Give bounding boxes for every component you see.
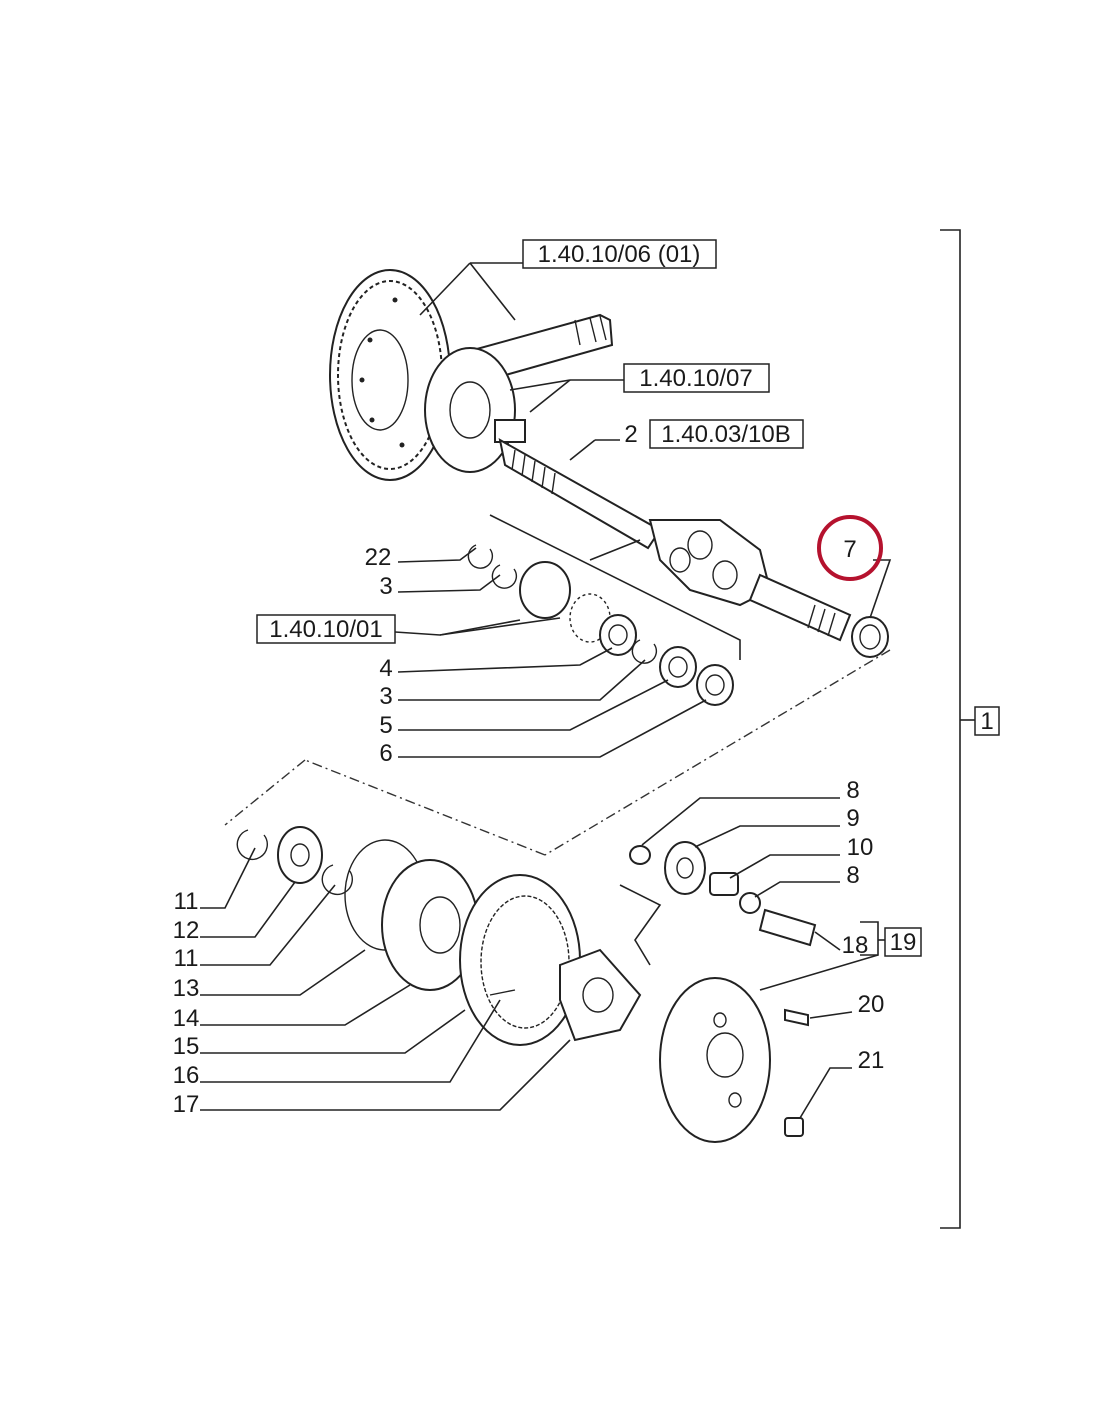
callout-16[interactable]: 16 bbox=[173, 1062, 200, 1089]
ref-label-1[interactable]: 1.40.10/06 (01) bbox=[538, 241, 701, 268]
callout-8b[interactable]: 8 bbox=[846, 862, 859, 889]
ref-label-4[interactable]: 1.40.10/01 bbox=[269, 616, 382, 643]
planetary-left-parts bbox=[236, 826, 642, 1046]
callout-20[interactable]: 20 bbox=[858, 991, 885, 1018]
callout-3b[interactable]: 3 bbox=[379, 683, 392, 710]
callout-4[interactable]: 4 bbox=[379, 655, 392, 682]
callout-3[interactable]: 3 bbox=[379, 573, 392, 600]
shaft-small-parts bbox=[467, 514, 741, 706]
callout-14[interactable]: 14 bbox=[173, 1005, 200, 1032]
callout-1[interactable]: 1 bbox=[980, 708, 993, 735]
callout-21[interactable]: 21 bbox=[858, 1047, 885, 1074]
leader-lines bbox=[200, 262, 892, 1119]
callout-19[interactable]: 19 bbox=[890, 929, 917, 956]
callout-22[interactable]: 22 bbox=[365, 544, 392, 571]
callout-13[interactable]: 13 bbox=[173, 975, 200, 1002]
axis-lines bbox=[224, 649, 891, 856]
crown-wheel-assembly bbox=[329, 269, 614, 481]
callout-5[interactable]: 5 bbox=[379, 712, 392, 739]
reference-boxes: 1.40.10/06 (01) 1.40.10/07 1.40.03/10B 1… bbox=[256, 239, 922, 957]
seal-part-7 bbox=[851, 616, 889, 658]
group-bracket: 1 bbox=[940, 229, 1000, 1229]
axle-shaft-part-2 bbox=[498, 438, 852, 642]
ref-label-2[interactable]: 1.40.10/07 bbox=[639, 365, 752, 392]
callout-17[interactable]: 17 bbox=[173, 1091, 200, 1118]
callout-8[interactable]: 8 bbox=[846, 777, 859, 804]
highlight-circle bbox=[817, 515, 883, 581]
callout-10[interactable]: 10 bbox=[847, 834, 874, 861]
callout-18[interactable]: 18 bbox=[842, 932, 869, 959]
callout-11b[interactable]: 11 bbox=[174, 945, 199, 972]
callout-11[interactable]: 11 bbox=[174, 888, 199, 915]
planetary-right-parts bbox=[619, 841, 888, 1143]
callout-12[interactable]: 12 bbox=[173, 917, 200, 944]
ref-label-3[interactable]: 1.40.03/10B bbox=[661, 421, 790, 448]
callout-6[interactable]: 6 bbox=[379, 740, 392, 767]
callout-2[interactable]: 2 bbox=[624, 421, 637, 448]
callout-9[interactable]: 9 bbox=[846, 805, 859, 832]
callout-numbers: 2 22 3 4 3 5 6 7 8 9 10 8 18 20 21 11 12… bbox=[173, 421, 885, 1118]
callout-7[interactable]: 7 bbox=[843, 536, 856, 563]
callout-15[interactable]: 15 bbox=[173, 1033, 200, 1060]
